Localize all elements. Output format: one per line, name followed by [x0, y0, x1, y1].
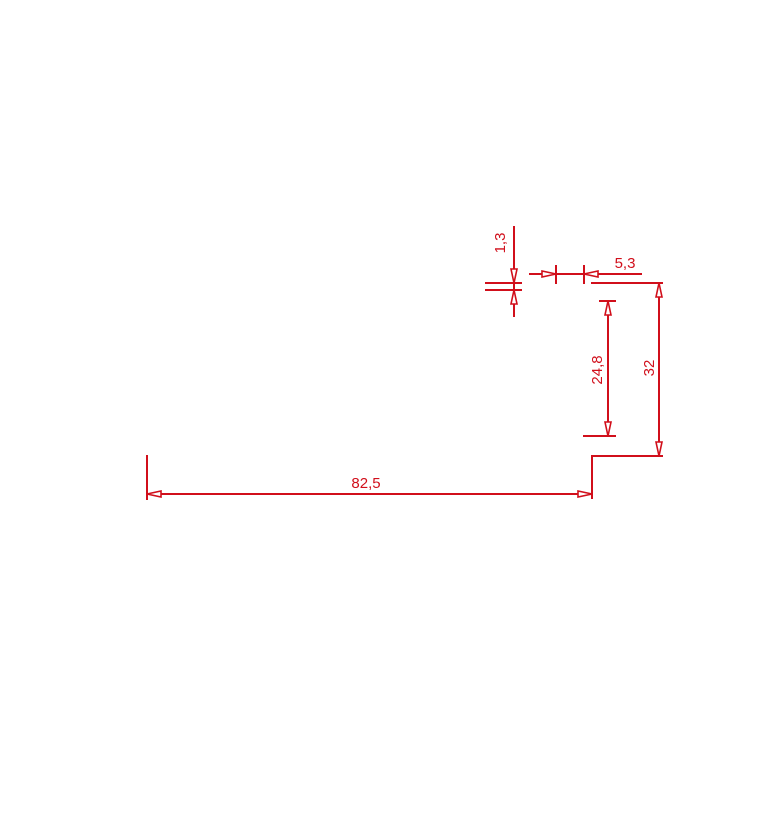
dimension-label: 1,3 [492, 233, 509, 254]
dimension-82-5: 82,5 [146, 455, 593, 500]
dimension-label: 5,3 [615, 255, 636, 272]
dimension-32: 32 [641, 282, 663, 457]
arrow-bottom [510, 289, 518, 305]
arrow-top [655, 282, 663, 298]
dimension-24-8: 24,8 [583, 300, 616, 437]
dimension-5-3: 5,3 [529, 255, 642, 284]
arrow-top [510, 268, 518, 284]
arrow-left [541, 270, 557, 278]
arrow-bottom [655, 441, 663, 457]
dimension-label: 82,5 [351, 475, 380, 492]
arrow-right [577, 490, 593, 498]
arrow-bottom [604, 421, 612, 437]
arrow-right [583, 270, 599, 278]
dimension-label: 32 [641, 360, 658, 377]
arrow-top [604, 300, 612, 316]
profile-outline [591, 455, 663, 499]
arrow-left [146, 490, 162, 498]
dimension-label: 24,8 [589, 355, 606, 384]
dimension-1-3: 1,3 [485, 226, 522, 317]
